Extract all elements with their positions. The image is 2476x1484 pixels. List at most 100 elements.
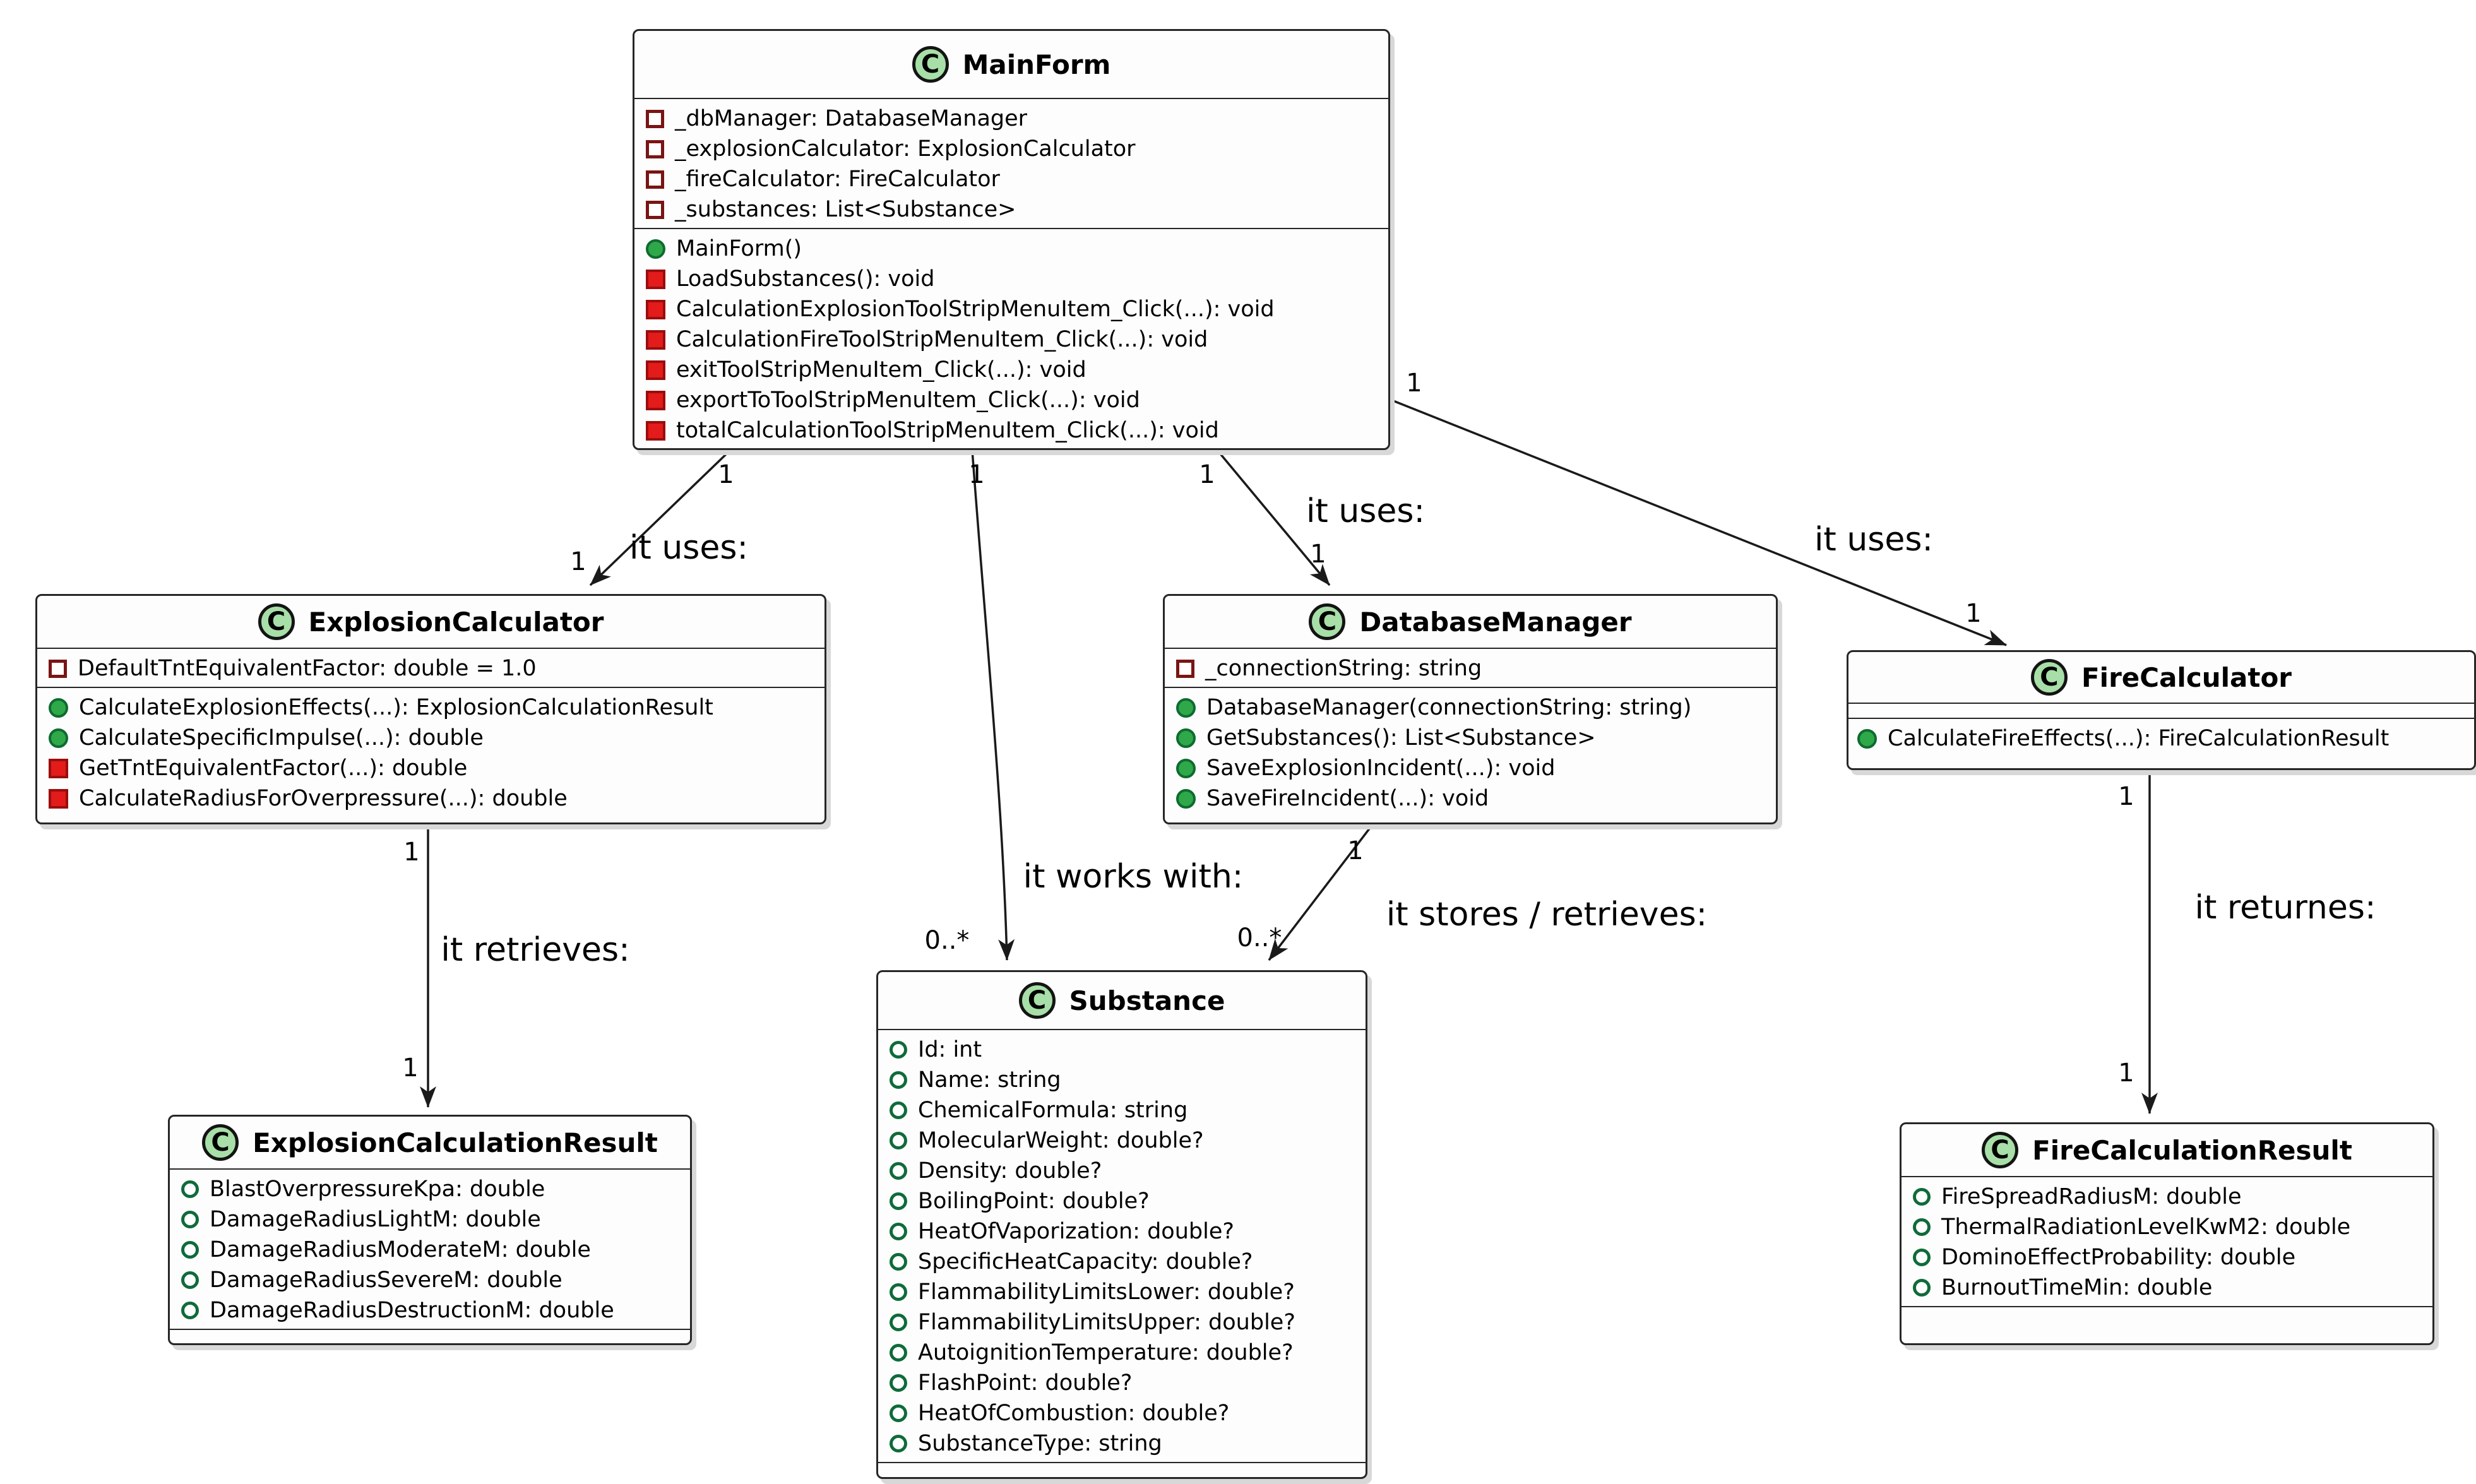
member-text: FlashPoint: double? [918,1370,1133,1396]
private-method-icon [646,299,665,319]
public-method-icon [49,697,68,718]
class-name: Substance [1069,985,1225,1016]
public-field-icon [1913,1188,1931,1206]
class-icon: C [1018,982,1056,1019]
member-text: _fireCalculator: FireCalculator [675,167,1000,192]
member-text: totalCalculationToolStripMenuItem_Click(… [676,418,1219,443]
public-field-icon [181,1241,199,1259]
member-row: ChemicalFormula: string [890,1095,1359,1125]
member-row: HeatOfCombustion: double? [890,1398,1359,1428]
member-row: DamageRadiusModerateM: double [181,1235,684,1265]
member-text: DamageRadiusModerateM: double [210,1237,591,1262]
member-row: DatabaseManager(connectionString: string… [1176,692,1770,723]
class-box-databasemanager: C DatabaseManager _connectionString: str… [1163,594,1778,824]
public-field-icon [890,1101,907,1119]
member-row: AutoignitionTemperature: double? [890,1338,1359,1368]
member-row: exitToolStripMenuItem_Click(...): void [646,355,1382,385]
member-row: exportToToolStripMenuItem_Click(...): vo… [646,385,1382,415]
multiplicity-label: 1 [402,1054,419,1083]
member-row: MainForm() [646,234,1382,264]
member-text: _explosionCalculator: ExplosionCalculato… [675,136,1136,162]
public-field-icon [890,1404,907,1422]
private-method-icon [646,420,665,441]
member-text: FlammabilityLimitsUpper: double? [918,1310,1295,1335]
member-row: CalculateRadiusForOverpressure(...): dou… [49,783,818,814]
member-text: _connectionString: string [1205,656,1482,681]
multiplicity-label: 1 [1406,369,1422,398]
member-text: exportToToolStripMenuItem_Click(...): vo… [676,388,1140,413]
class-icon: C [2030,659,2068,696]
member-text: LoadSubstances(): void [676,266,935,292]
class-title: C DatabaseManager [1165,596,1776,648]
member-text: FlammabilityLimitsLower: double? [918,1279,1295,1305]
public-field-icon [181,1302,199,1319]
member-text: ChemicalFormula: string [918,1098,1188,1123]
edge-mainform-substance [971,449,1015,961]
public-field-icon [890,1192,907,1210]
public-field-icon [890,1283,907,1301]
fields-compartment [1848,703,2474,718]
public-field-icon [181,1180,199,1198]
member-row: HeatOfVaporization: double? [890,1216,1359,1247]
member-row: CalculateSpecificImpulse(...): double [49,723,818,753]
member-row: CalculateExplosionEffects(...): Explosio… [49,692,818,723]
member-text: Density: double? [918,1158,1102,1184]
member-row: DamageRadiusLightM: double [181,1204,684,1235]
edge-label: it retrieves: [441,931,630,969]
public-method-icon [646,239,665,259]
class-title: C FireCalculator [1848,652,2474,703]
member-text: CalculationFireToolStripMenuItem_Click(.… [676,327,1208,352]
member-row: _connectionString: string [1176,653,1770,684]
member-row: BurnoutTimeMin: double [1913,1273,2426,1303]
member-text: AutoignitionTemperature: double? [918,1340,1294,1365]
edge-mainform-explosioncalculator [589,449,732,586]
fields-compartment: _dbManager: DatabaseManager _explosionCal… [634,98,1388,228]
class-name: ExplosionCalculator [308,606,604,638]
member-row: SubstanceType: string [890,1428,1359,1459]
class-name: DatabaseManager [1359,606,1632,638]
member-text: _substances: List<Substance> [675,197,1016,222]
methods-compartment [878,1462,1366,1477]
member-text: SaveFireIncident(...): void [1206,786,1489,811]
member-row: _substances: List<Substance> [646,194,1382,225]
member-text: DefaultTntEquivalentFactor: double = 1.0 [78,656,537,681]
class-box-firecalculationresult: C FireCalculationResult FireSpreadRadius… [1900,1122,2434,1345]
public-method-icon [1857,728,1877,749]
multiplicity-label: 1 [1199,460,1215,489]
member-text: DamageRadiusDestructionM: double [210,1298,614,1323]
member-row: FlammabilityLimitsUpper: double? [890,1307,1359,1338]
class-name: FireCalculator [2081,662,2292,693]
multiplicity-label: 1 [403,838,420,867]
member-row: Name: string [890,1065,1359,1095]
methods-compartment [1902,1306,2432,1343]
public-field-icon [181,1211,199,1228]
public-method-icon [49,728,68,748]
edge-label: it returnes: [2194,889,2376,927]
multiplicity-label: 1 [718,460,734,489]
public-field-icon [890,1314,907,1331]
member-text: CalculateSpecificImpulse(...): double [79,725,484,751]
member-row: SaveFireIncident(...): void [1176,783,1770,814]
member-row: GetTntEquivalentFactor(...): double [49,753,818,783]
member-text: ThermalRadiationLevelKwM2: double [1941,1214,2351,1240]
class-title: C MainForm [634,31,1388,98]
class-icon: C [912,46,949,83]
methods-compartment: CalculateFireEffects(...): FireCalculati… [1848,718,2474,768]
member-row: _explosionCalculator: ExplosionCalculato… [646,134,1382,164]
member-text: DatabaseManager(connectionString: string… [1206,695,1692,720]
public-method-icon [1176,728,1196,748]
multiplicity-label: 1 [1347,836,1364,865]
member-row: CalculateFireEffects(...): FireCalculati… [1857,723,2468,754]
member-text: SaveExplosionIncident(...): void [1206,756,1556,781]
class-name: MainForm [962,49,1111,80]
member-row: ThermalRadiationLevelKwM2: double [1913,1212,2426,1242]
member-text: _dbManager: DatabaseManager [675,106,1028,131]
methods-compartment: CalculateExplosionEffects(...): Explosio… [37,687,824,822]
public-field-icon [890,1344,907,1362]
member-text: BlastOverpressureKpa: double [210,1177,545,1202]
member-text: CalculateExplosionEffects(...): Explosio… [79,695,713,720]
multiplicity-label: 0..* [924,926,970,955]
